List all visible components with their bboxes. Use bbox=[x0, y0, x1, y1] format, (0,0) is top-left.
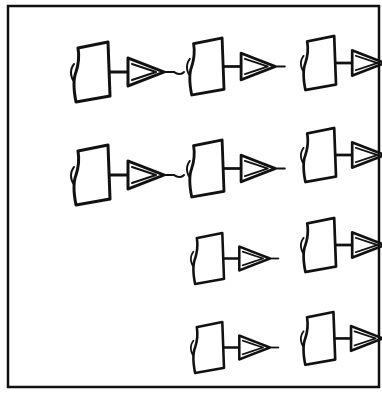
input-hook bbox=[191, 252, 194, 267]
input-hook bbox=[301, 56, 304, 72]
trapezoid-block bbox=[74, 42, 110, 102]
triangle-arrow bbox=[239, 247, 270, 271]
trapezoid-block bbox=[193, 322, 224, 373]
glyph-layer bbox=[71, 36, 382, 373]
trapezoid-block bbox=[304, 218, 336, 272]
triangle-arrow bbox=[128, 58, 164, 86]
amplifier-sketch-glyph bbox=[187, 38, 285, 95]
triangle-arrow bbox=[241, 155, 275, 182]
amplifier-sketch-glyph bbox=[301, 128, 382, 182]
triangle-arrow bbox=[351, 326, 382, 351]
trapezoid-block bbox=[193, 233, 224, 284]
amplifier-sketch-glyph bbox=[301, 36, 382, 90]
input-hook bbox=[301, 148, 304, 164]
amplifier-sketch-glyph bbox=[187, 140, 285, 197]
trapezoid-block bbox=[190, 38, 224, 95]
input-hook bbox=[187, 59, 190, 76]
triangle-arrow bbox=[239, 336, 270, 360]
amplifier-sketch-glyph bbox=[191, 233, 279, 284]
triangle-arrow bbox=[128, 161, 164, 189]
input-hook bbox=[191, 341, 194, 356]
trapezoid-block bbox=[304, 36, 336, 90]
trapezoid-block bbox=[74, 145, 110, 205]
amplifier-sketch-glyph bbox=[71, 145, 174, 205]
input-hook bbox=[71, 167, 74, 185]
link-curl bbox=[174, 175, 184, 177]
input-hook bbox=[71, 64, 74, 82]
trapezoid-block bbox=[304, 128, 336, 182]
triangle-arrow bbox=[241, 53, 275, 80]
input-hook bbox=[187, 161, 190, 178]
trapezoid-block bbox=[190, 140, 224, 197]
amplifier-sketch-glyph bbox=[301, 312, 382, 365]
amplifier-sketch-glyph bbox=[301, 218, 382, 272]
trapezoid-block bbox=[304, 312, 336, 365]
amplifier-sketch-glyph bbox=[191, 322, 279, 373]
input-hook bbox=[301, 238, 304, 254]
input-hook bbox=[301, 331, 304, 347]
amplifier-sketch-glyph bbox=[71, 42, 174, 102]
link-curl bbox=[174, 72, 184, 74]
